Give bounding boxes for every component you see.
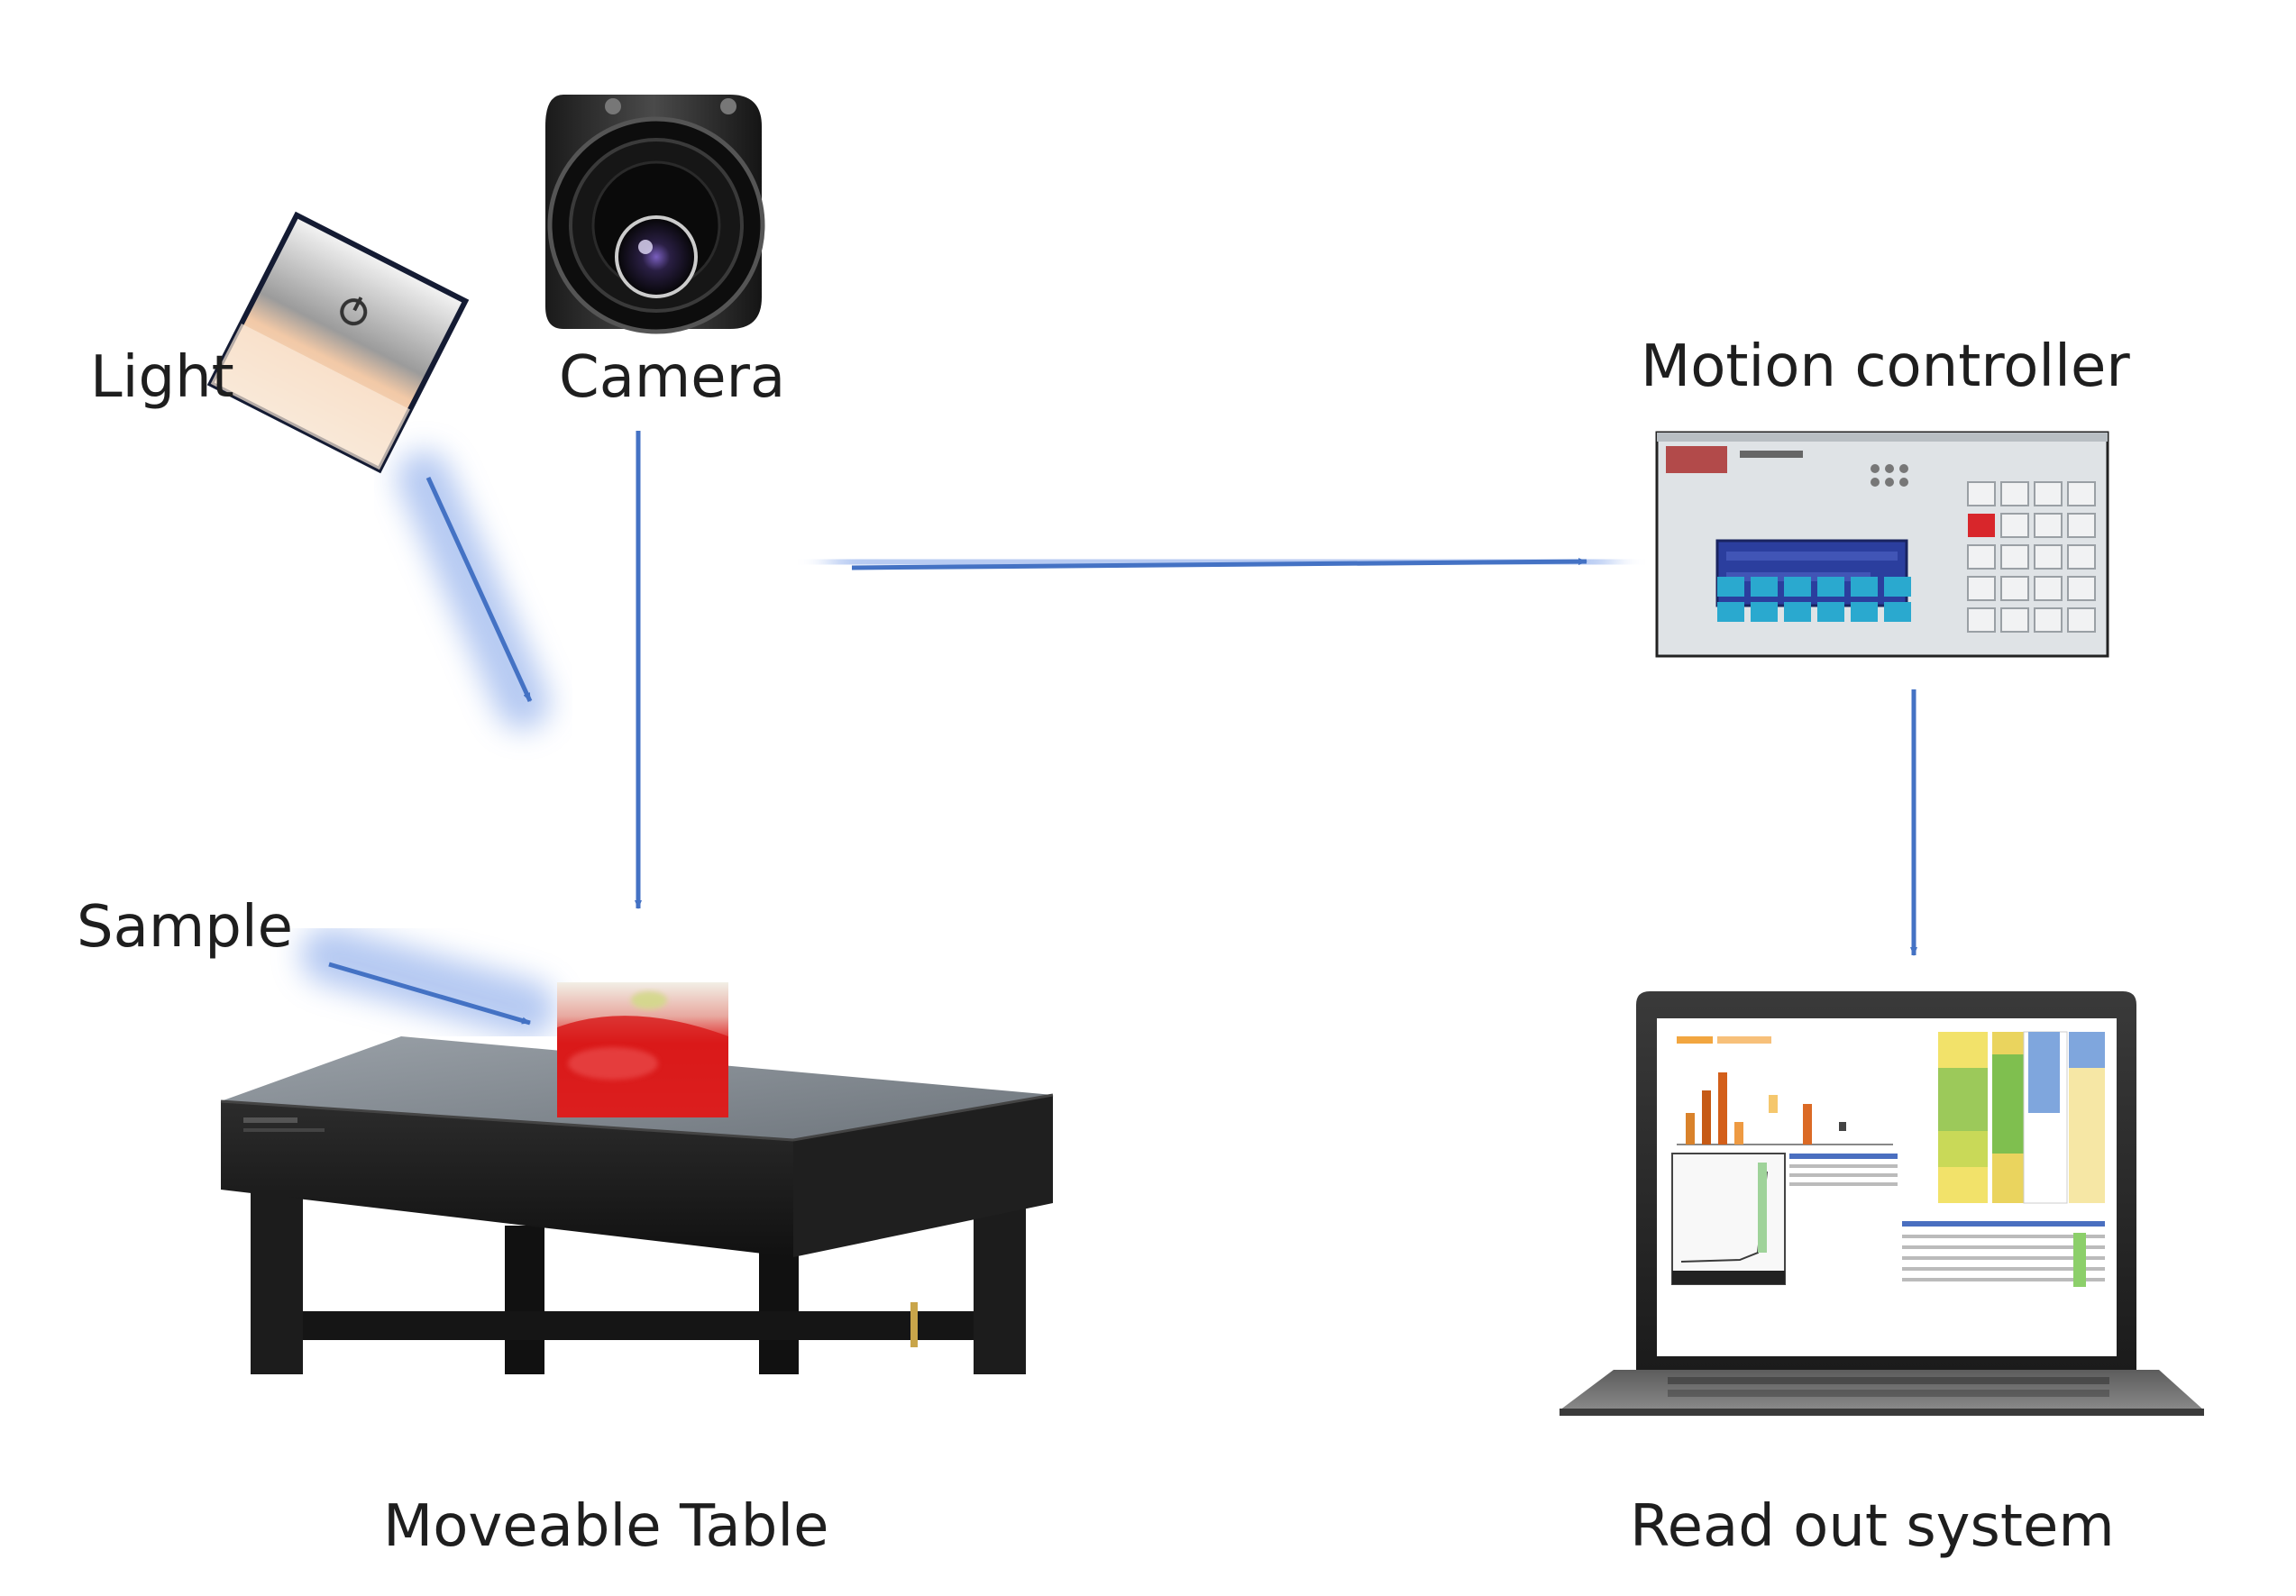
moveable-table-label: Moveable Table — [383, 1493, 828, 1560]
arrows — [328, 431, 1917, 1026]
screen-line-chart — [1671, 1153, 1786, 1285]
camera-label: Camera — [559, 344, 785, 411]
sample-label: Sample — [77, 894, 293, 961]
screen-bar-chart — [1677, 1036, 1893, 1145]
read-out-system-label: Read out system — [1630, 1493, 2115, 1560]
arrow-sample-label-to-sample — [328, 962, 531, 1026]
motion-controller-label: Motion controller — [1641, 333, 2130, 400]
sample-image — [557, 982, 728, 1117]
screen-heatmap — [1938, 1031, 2105, 1204]
camera-icon — [545, 95, 765, 334]
laptop-readout — [1560, 991, 2204, 1416]
motion-controller-device — [1655, 431, 2109, 658]
arrow-light-to-sample — [425, 476, 533, 703]
light-panel-icon — [206, 211, 470, 474]
arrow-to-motion-controller — [851, 558, 1587, 570]
screen-tables — [1789, 1154, 2105, 1287]
light-label: Light — [90, 344, 234, 411]
